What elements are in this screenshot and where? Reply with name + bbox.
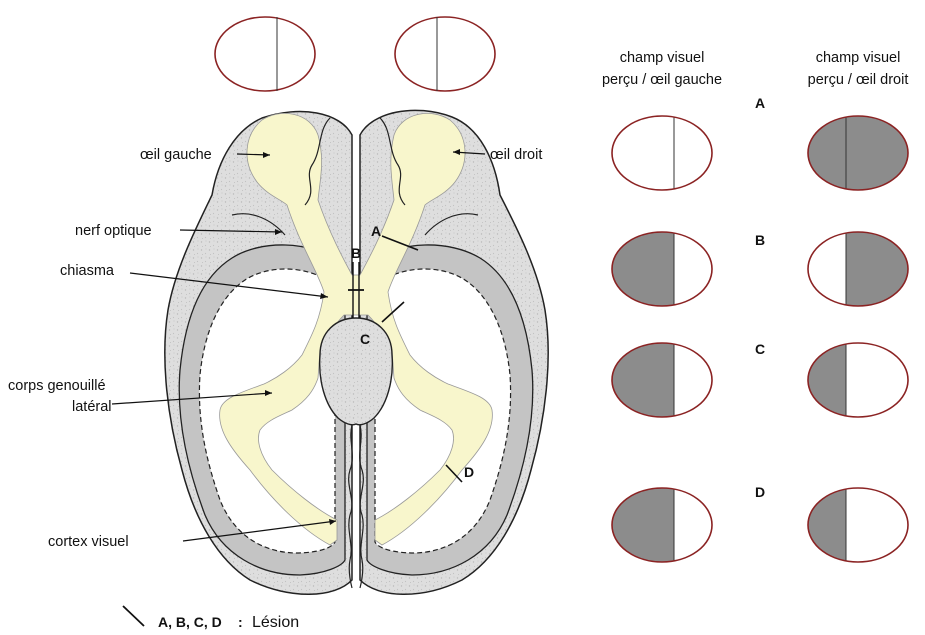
field-a-left-eye xyxy=(612,116,712,190)
field-column-headers: champ visuel perçu / œil gauche champ vi… xyxy=(602,50,908,88)
legend-letters: A, B, C, D xyxy=(158,614,222,630)
label-oeil-gauche: œil gauche xyxy=(140,147,212,163)
field-c-left-eye xyxy=(612,343,712,417)
field-row-letter-a: A xyxy=(755,95,765,111)
field-b-right-eye xyxy=(808,232,908,306)
legend-separator: : xyxy=(238,614,243,630)
field-row-letter-d: D xyxy=(755,484,765,500)
brain-letter-c: C xyxy=(360,331,370,347)
field-a-right-eye xyxy=(808,116,908,190)
label-nerf-optique: nerf optique xyxy=(75,223,152,239)
header-left-line2: perçu / œil gauche xyxy=(602,72,722,88)
label-chiasma: chiasma xyxy=(60,263,115,279)
header-right-line2: perçu / œil droit xyxy=(808,72,909,88)
top-left-visual-field xyxy=(215,17,315,91)
legend-word: Lésion xyxy=(252,614,299,631)
field-d-right-eye xyxy=(808,488,908,562)
brain-letter-b: B xyxy=(351,245,361,261)
brain-letter-a: A xyxy=(371,223,381,239)
legend-lesion-symbol xyxy=(123,606,144,626)
label-oeil-droit: œil droit xyxy=(490,147,542,163)
field-c-right-eye xyxy=(808,343,908,417)
legend: A, B, C, D : Lésion xyxy=(123,606,299,631)
field-row-letter-c: C xyxy=(755,341,765,357)
field-b-left-eye xyxy=(612,232,712,306)
midbrain xyxy=(320,318,393,425)
field-row-letter-b: B xyxy=(755,232,765,248)
brain-diagram: A B C D xyxy=(165,110,548,594)
header-right-line1: champ visuel xyxy=(816,50,901,66)
visual-field-grid: A B C D xyxy=(612,95,908,562)
label-corps-genouille-2: latéral xyxy=(72,399,112,415)
label-corps-genouille-1: corps genouillé xyxy=(8,378,106,394)
top-right-visual-field xyxy=(395,17,495,91)
label-cortex-visuel: cortex visuel xyxy=(48,534,129,550)
field-d-left-eye xyxy=(612,488,712,562)
header-left-line1: champ visuel xyxy=(620,50,705,66)
brain-letter-d: D xyxy=(464,464,474,480)
